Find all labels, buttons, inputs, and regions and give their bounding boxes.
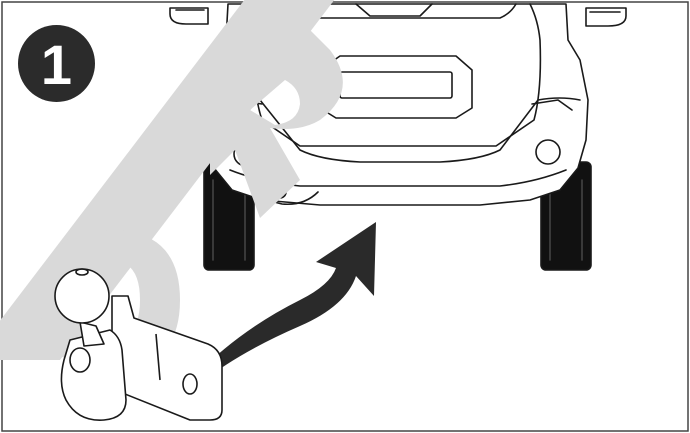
- step-number: 1: [40, 32, 73, 96]
- step-number-badge: 1: [18, 25, 95, 102]
- hitch-mounting-plate: [111, 295, 223, 421]
- tow-ball: [54, 268, 110, 324]
- direction-arrow: [196, 222, 376, 382]
- bolt-hole: [182, 373, 198, 395]
- right-reflector: [535, 139, 561, 165]
